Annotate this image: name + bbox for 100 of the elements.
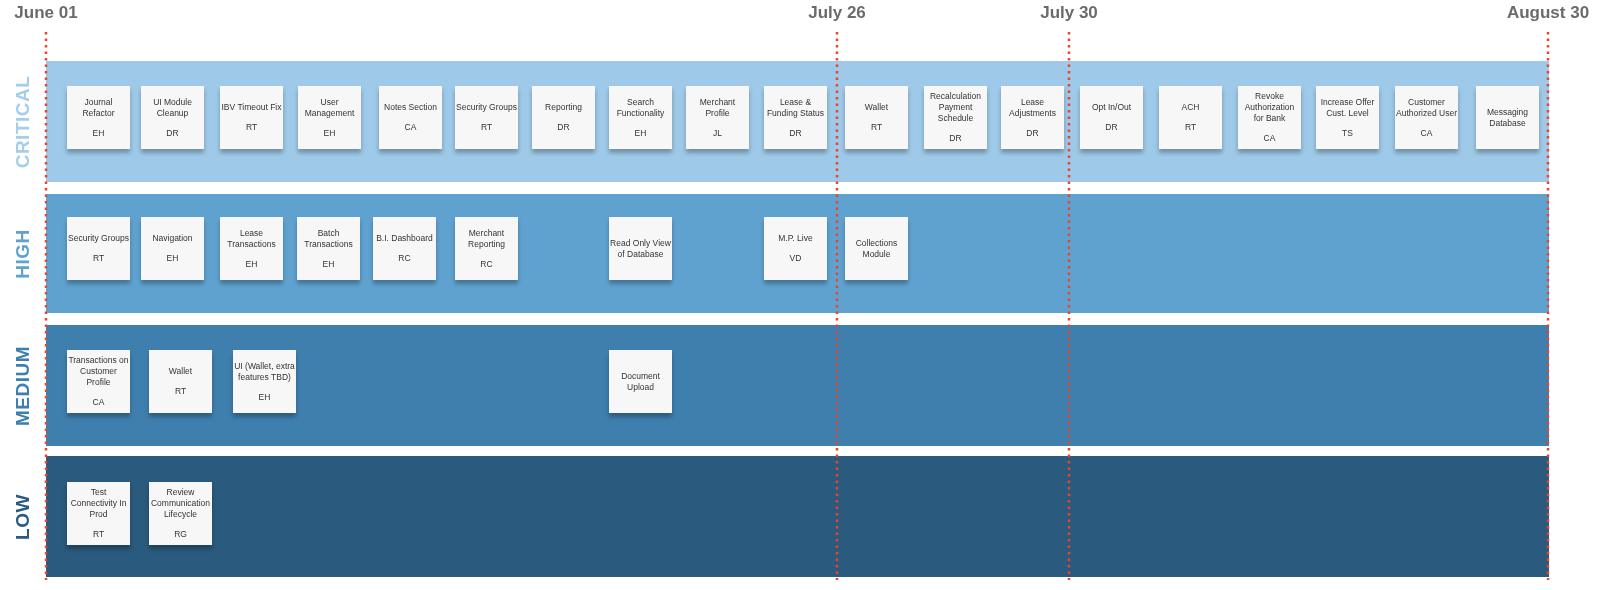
- task-title: Lease & Funding Status: [765, 96, 826, 119]
- sticky-note: [1238, 86, 1301, 149]
- lane-title: CRITICAL: [12, 75, 34, 168]
- task-title: Merchant Reporting: [467, 227, 506, 250]
- assignee-initials: EH: [634, 127, 647, 139]
- sticky-note: [455, 86, 518, 149]
- task-title: Security Groups: [456, 102, 517, 113]
- task-title: Collections Module: [854, 237, 899, 260]
- task-title: Reporting: [545, 102, 582, 113]
- assignee-initials: RT: [480, 122, 493, 133]
- sticky-note: [67, 482, 130, 545]
- task-title: UI Module Cleanup: [152, 96, 193, 119]
- lane-title: LOW: [12, 493, 34, 540]
- assignee-initials: DR: [1105, 122, 1118, 133]
- task-title: Messaging Database: [1485, 106, 1530, 129]
- sticky-note: [149, 482, 212, 545]
- date-label: July 26: [808, 3, 866, 23]
- task-title: User Management: [303, 96, 356, 119]
- sticky-note: [67, 86, 130, 149]
- assignee-initials: RT: [870, 122, 883, 133]
- task-title: Review Communication Lifecycle: [150, 487, 211, 520]
- assignee-initials: RT: [174, 386, 187, 397]
- sticky-note: [924, 86, 987, 149]
- task-title: Test Connectivity In Prod: [69, 487, 128, 520]
- sticky-note: [297, 217, 360, 280]
- task-title: Merchant Profile: [698, 96, 737, 119]
- assignee-initials: TS: [1342, 127, 1353, 139]
- task-title: ACH: [1181, 102, 1200, 113]
- sticky-note: [845, 86, 908, 149]
- sticky-note: [67, 217, 130, 280]
- sticky-note: [67, 350, 130, 413]
- task-title: Transactions on Customer Profile: [68, 355, 129, 388]
- sticky-note: [1159, 86, 1222, 149]
- sticky-note: [141, 217, 204, 280]
- assignee-initials: JL: [713, 127, 722, 139]
- assignee-initials: EH: [322, 258, 335, 270]
- task-title: UI (Wallet, extra features TBD): [234, 360, 295, 383]
- task-title: Customer Authorized User: [1396, 96, 1457, 119]
- task-title: Batch Transactions: [303, 227, 354, 250]
- task-title: IBV Timeout Fix: [221, 102, 282, 113]
- sticky-note: [609, 86, 672, 149]
- sticky-note: [764, 86, 827, 149]
- sticky-note: [141, 86, 204, 149]
- sticky-note: [1476, 86, 1539, 149]
- assignee-initials: CA: [1420, 127, 1433, 139]
- assignee-initials: RT: [245, 122, 258, 133]
- sticky-note: [220, 86, 283, 149]
- assignee-initials: RT: [1184, 122, 1197, 133]
- assignee-initials: RC: [398, 253, 411, 264]
- assignee-initials: RG: [174, 529, 187, 540]
- sticky-note: [298, 86, 361, 149]
- assignee-initials: RC: [480, 258, 493, 270]
- task-title: Read Only View of Database: [610, 237, 671, 260]
- task-title: Security Groups: [68, 233, 129, 244]
- task-title: Recalculation Payment Schedule: [929, 91, 982, 124]
- assignee-initials: RT: [92, 529, 105, 540]
- sticky-note: [455, 217, 518, 280]
- assignee-initials: EH: [258, 391, 271, 403]
- date-label: August 30: [1506, 3, 1590, 23]
- task-title: Document Upload: [620, 370, 661, 393]
- task-title: Journal Refactor: [81, 96, 116, 119]
- sticky-note: [609, 350, 672, 413]
- task-title: Revoke Authorization for Bank: [1243, 91, 1296, 124]
- sticky-note: [220, 217, 283, 280]
- assignee-initials: DR: [789, 127, 802, 139]
- task-title: B.I. Dashboard: [376, 233, 433, 244]
- assignee-initials: RT: [92, 253, 105, 264]
- sticky-note: [379, 86, 442, 149]
- sticky-note: [1395, 86, 1458, 149]
- lane-title: MEDIUM: [12, 345, 34, 426]
- task-title: Wallet: [168, 366, 193, 377]
- date-label: July 30: [1040, 3, 1098, 23]
- assignee-initials: CA: [1263, 133, 1276, 144]
- assignee-initials: DR: [166, 127, 179, 139]
- task-title: M.P. Live: [778, 233, 813, 244]
- sticky-note: [373, 217, 436, 280]
- sticky-note: [609, 217, 672, 280]
- lane-title: HIGH: [12, 228, 34, 279]
- assignee-initials: DR: [949, 133, 962, 144]
- assignee-initials: EH: [245, 258, 258, 270]
- date-label: June 01: [14, 3, 78, 23]
- assignee-initials: EH: [92, 127, 105, 139]
- assignee-initials: DR: [557, 122, 570, 133]
- assignee-initials: CA: [404, 122, 417, 133]
- sticky-note: [764, 217, 827, 280]
- task-title: Notes Section: [384, 102, 437, 113]
- sticky-note: [233, 350, 296, 413]
- task-title: Opt In/Out: [1091, 102, 1132, 113]
- sticky-note: [1001, 86, 1064, 149]
- task-title: Wallet: [864, 102, 889, 113]
- sticky-note: [1080, 86, 1143, 149]
- assignee-initials: CA: [92, 397, 105, 408]
- assignee-initials: VD: [789, 253, 802, 264]
- assignee-initials: EH: [323, 127, 336, 139]
- task-title: Increase Offer Cust. Level: [1319, 96, 1376, 119]
- assignee-initials: DR: [1026, 127, 1039, 139]
- sticky-note: [1316, 86, 1379, 149]
- assignee-initials: EH: [166, 253, 179, 264]
- sticky-note: [532, 86, 595, 149]
- sticky-note: [149, 350, 212, 413]
